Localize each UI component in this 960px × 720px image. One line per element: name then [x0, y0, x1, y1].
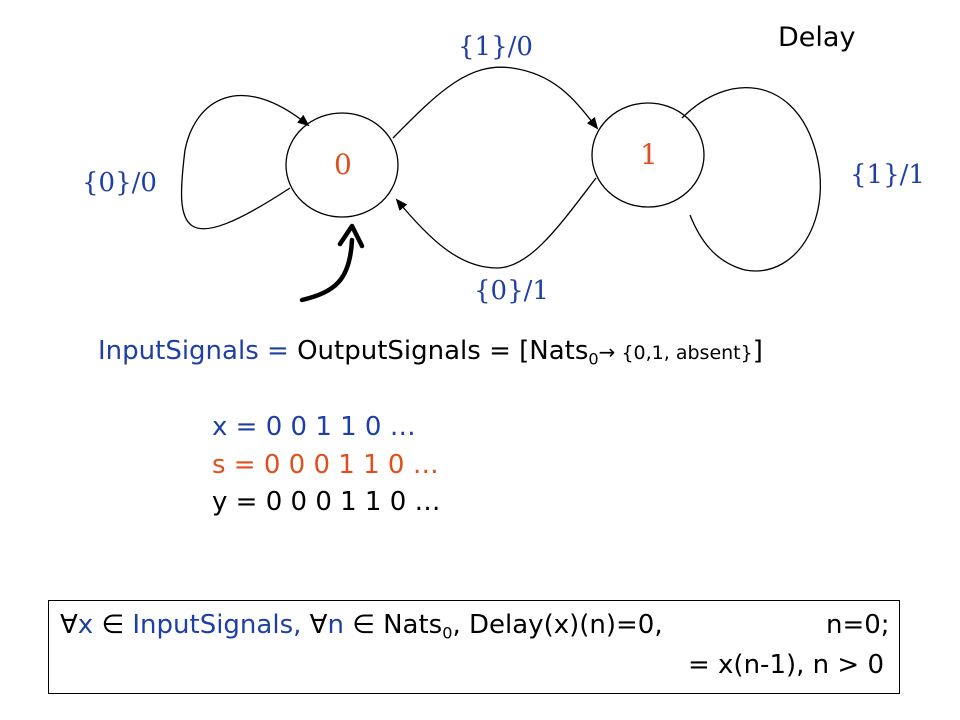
formula-input-signals: InputSignals,	[124, 610, 310, 640]
state-0-circle	[285, 112, 399, 218]
nats-term: Nats	[529, 336, 589, 366]
self-loop-1	[681, 86, 821, 272]
equals-1: =	[258, 336, 298, 366]
label-0-to-1: {1}/0	[458, 32, 533, 62]
state-1-circle	[591, 102, 705, 208]
formula-delay-case: , Delay(x)(n)=0,	[452, 610, 663, 640]
label-self-1: {1}/1	[850, 160, 925, 190]
signal-value-set: {0,1, absent}	[615, 342, 753, 364]
formula-line-1: ∀x ∈ InputSignals, ∀n ∈ Nats0, Delay(x)(…	[60, 610, 663, 643]
initial-state-arrowhead	[337, 223, 365, 249]
self-loop-0	[180, 94, 310, 230]
input-signals-term: InputSignals	[98, 336, 259, 366]
output-signals-term: OutputSignals	[297, 336, 481, 366]
equals-2: = [	[480, 336, 530, 366]
diagram-title: Delay	[778, 22, 856, 53]
formula-nats-subscript: 0	[442, 623, 453, 643]
delay-definition-box	[48, 600, 900, 694]
formula-nats: Nats	[374, 610, 443, 640]
forall-symbol-1: ∀	[60, 610, 78, 640]
nats-subscript: 0	[588, 349, 599, 369]
state-0-label: 0	[334, 148, 352, 181]
formula-line-2: = x(n-1), n > 0	[688, 650, 884, 680]
formula-var-x: x	[77, 610, 102, 640]
signals-definition: InputSignals = OutputSignals = [Nats0→ {…	[98, 336, 763, 369]
formula-case-1: n=0;	[826, 610, 890, 640]
state-diagram	[180, 66, 821, 303]
state-1-label: 1	[640, 138, 658, 171]
sequence-y: y = 0 0 0 1 1 0 …	[212, 487, 441, 517]
label-1-to-0: {0}/1	[474, 276, 549, 306]
sequence-x: x = 0 0 1 1 0 …	[212, 412, 416, 442]
sequence-s: s = 0 0 0 1 1 0 …	[212, 450, 439, 480]
closing-bracket: ]	[752, 336, 763, 366]
initial-state-arrow	[299, 237, 355, 303]
element-of-symbol-2: ∈	[352, 610, 375, 640]
formula-var-n: n	[327, 610, 353, 640]
label-self-0: {0}/0	[82, 168, 157, 198]
maps-to-arrow: →	[598, 340, 616, 364]
element-of-symbol-1: ∈	[101, 610, 125, 640]
arc-1-to-0	[395, 177, 597, 269]
arc-0-to-1	[392, 66, 599, 139]
forall-symbol-2: ∀	[309, 610, 328, 640]
